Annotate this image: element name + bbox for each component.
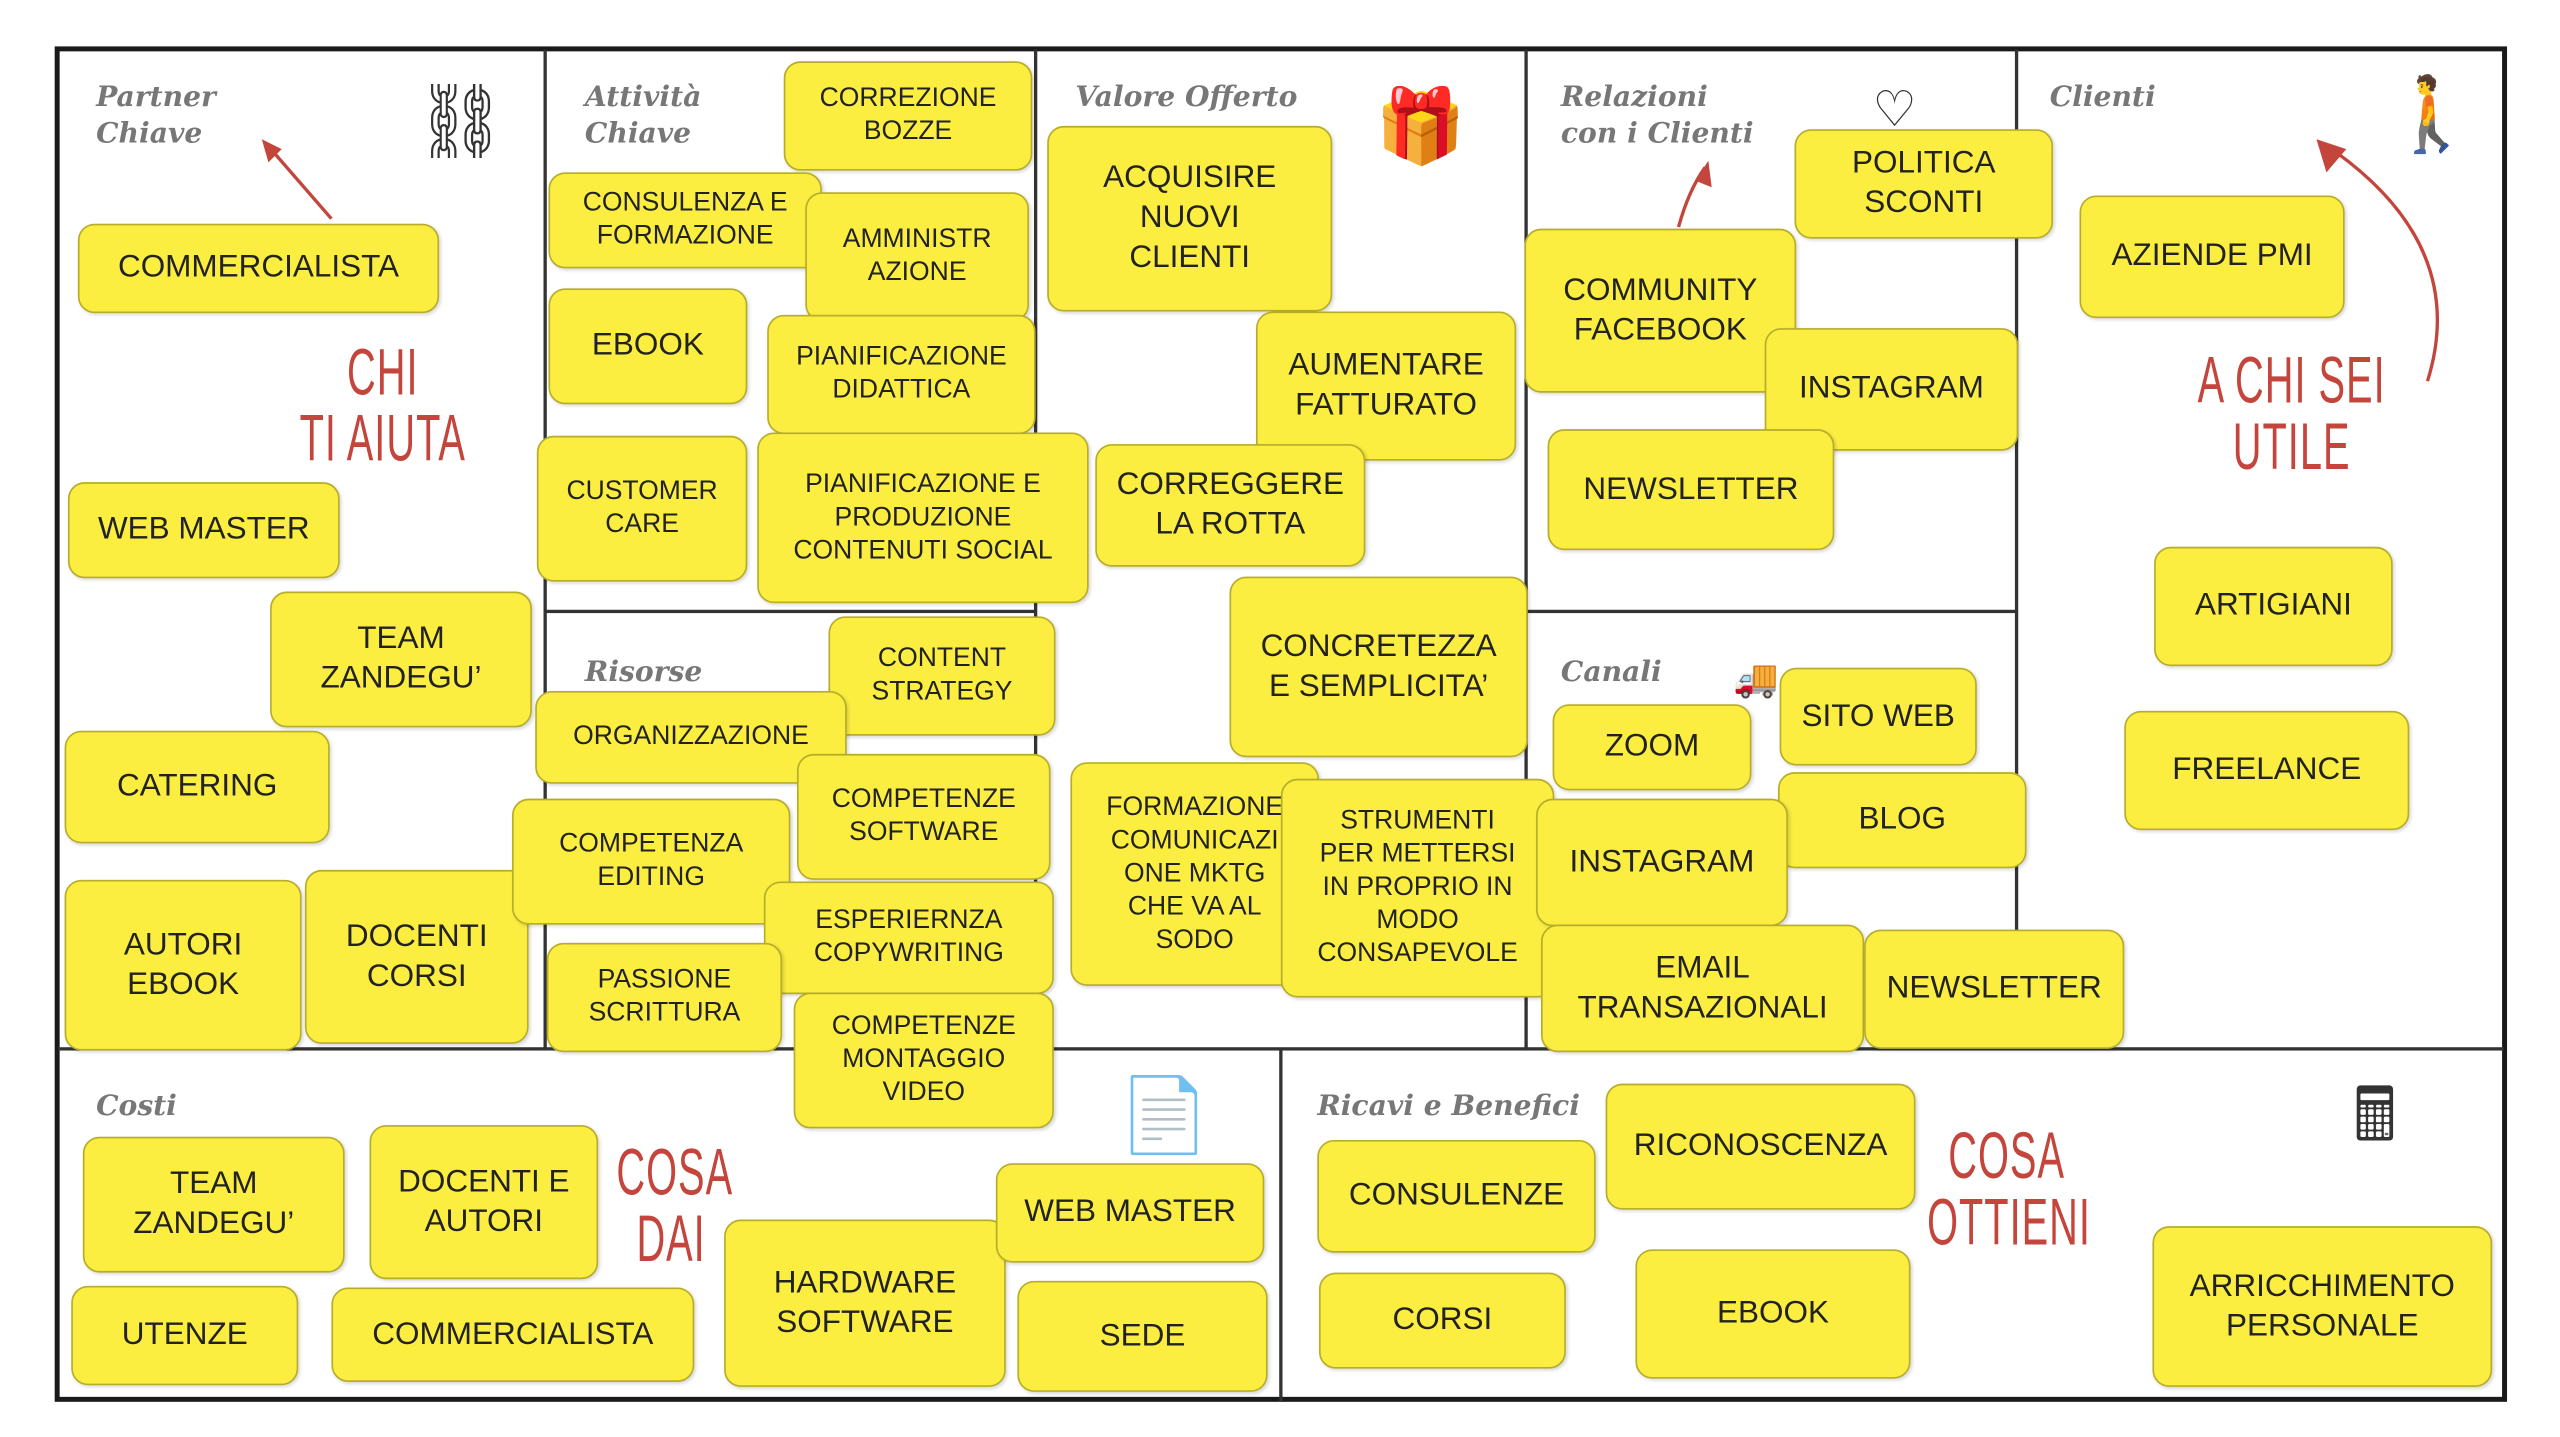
handwritten-a-chi-sei-utile: A CHI SEI UTILE xyxy=(2197,344,2386,484)
sticky-note-canali[interactable]: SITO WEB xyxy=(1779,667,1977,766)
sticky-note-risorse[interactable]: PASSIONE SCRITTURA xyxy=(546,942,783,1053)
paper-icon: 📄 xyxy=(1118,1075,1210,1157)
gift-icon: 🎁 xyxy=(1375,86,1467,168)
sticky-note-costi[interactable]: COMMERCIALISTA xyxy=(331,1287,695,1382)
sticky-note-attivita[interactable]: CORREZIONE BOZZE xyxy=(783,61,1033,171)
sticky-note-attivita[interactable]: PIANIFICAZIONE DIDATTICA xyxy=(767,314,1036,435)
sticky-note-partner[interactable]: DOCENTI CORSI xyxy=(304,869,529,1044)
arrow-icon xyxy=(1676,160,1712,228)
chain-icon: ⛓ xyxy=(414,81,507,163)
heart-icon: ♡ xyxy=(1872,82,1917,138)
sticky-note-risorse[interactable]: CONTENT STRATEGY xyxy=(828,616,1056,736)
sticky-note-clienti[interactable]: FREELANCE xyxy=(2124,710,2410,831)
handwritten-chi-ti-aiuta: CHI TI AIUTA xyxy=(299,336,466,476)
sticky-note-canali[interactable]: EMAIL TRANSAZIONALI xyxy=(1541,924,1865,1053)
section-title-partner: Partner Chiave xyxy=(96,81,216,151)
sticky-note-risorse[interactable]: COMPETENZA EDITING xyxy=(512,798,791,925)
sticky-note-valore[interactable]: CONCRETEZZA E SEMPLICITA’ xyxy=(1229,576,1528,758)
sticky-note-costi[interactable]: TEAM ZANDEGU’ xyxy=(82,1136,345,1273)
handwritten-cosa-dai: COSA DAI xyxy=(616,1136,734,1276)
sticky-note-attivita[interactable]: PIANIFICAZIONE E PRODUZIONE CONTENUTI SO… xyxy=(757,432,1089,604)
sticky-note-ricavi[interactable]: CONSULENZE xyxy=(1317,1140,1596,1253)
cash-register-icon: 🖩 xyxy=(2352,1075,2397,1157)
sticky-note-risorse[interactable]: ORGANIZZAZIONE xyxy=(535,690,847,784)
sticky-note-risorse[interactable]: ESPERIERNZA COPYWRITING xyxy=(763,881,1054,995)
sticky-note-clienti[interactable]: ARTIGIANI xyxy=(2154,546,2393,667)
divider xyxy=(1279,1048,1283,1402)
arrow-icon xyxy=(261,139,333,220)
sticky-note-attivita[interactable]: AMMINISTR AZIONE xyxy=(805,192,1029,322)
sticky-note-partner[interactable]: TEAM ZANDEGU’ xyxy=(270,591,532,728)
sticky-note-relazioni[interactable]: POLITICA SCONTI xyxy=(1794,129,2054,239)
sticky-note-relazioni[interactable]: COMMUNITY FACEBOOK xyxy=(1524,228,1797,393)
sticky-note-attivita[interactable]: CUSTOMER CARE xyxy=(536,435,748,582)
section-title-relazioni: Relazioni con i Clienti xyxy=(1560,81,1754,151)
sticky-note-costi[interactable]: WEB MASTER xyxy=(995,1163,1265,1263)
section-title-attivita: Attività Chiave xyxy=(584,81,702,151)
sticky-note-canali[interactable]: NEWSLETTER xyxy=(1864,929,2125,1049)
sticky-note-costi[interactable]: UTENZE xyxy=(71,1285,299,1386)
sticky-note-costi[interactable]: DOCENTI E AUTORI xyxy=(369,1125,599,1280)
sticky-note-valore[interactable]: AUMENTARE FATTURATO xyxy=(1256,311,1517,461)
sticky-note-canali[interactable]: ZOOM xyxy=(1552,704,1752,791)
sticky-note-ricavi[interactable]: CORSI xyxy=(1318,1272,1566,1369)
sticky-note-costi[interactable]: HARDWARE SOFTWARE xyxy=(724,1219,1006,1387)
sticky-note-partner[interactable]: AUTORI EBOOK xyxy=(64,879,302,1051)
divider xyxy=(545,609,1036,614)
divider xyxy=(1524,49,1528,1051)
section-title-costi: Costi xyxy=(96,1090,177,1124)
sticky-note-canali[interactable]: INSTAGRAM xyxy=(1536,798,1788,927)
sticky-note-risorse[interactable]: COMPETENZE MONTAGGIO VIDEO xyxy=(793,992,1054,1129)
sticky-note-attivita[interactable]: EBOOK xyxy=(548,288,748,405)
section-title-ricavi: Ricavi e Benefici xyxy=(1317,1090,1580,1124)
section-title-canali: Canali xyxy=(1560,656,1662,690)
sticky-note-attivita[interactable]: CONSULENZA E FORMAZIONE xyxy=(548,172,822,269)
divider xyxy=(1526,609,2017,614)
sticky-note-canali[interactable]: BLOG xyxy=(1777,772,2027,869)
sticky-note-partner[interactable]: CATERING xyxy=(64,730,330,844)
sticky-note-relazioni[interactable]: NEWSLETTER xyxy=(1547,429,1835,551)
section-title-risorse: Risorse xyxy=(584,656,703,690)
section-title-valore: Valore Offerto xyxy=(1075,81,1298,115)
sticky-note-ricavi[interactable]: RICONOSCENZA xyxy=(1605,1083,1916,1210)
sticky-note-ricavi[interactable]: ARRICCHIMENTO PERSONALE xyxy=(2152,1226,2493,1387)
sticky-note-valore[interactable]: STRUMENTI PER METTERSI IN PROPRIO IN MOD… xyxy=(1280,778,1555,998)
truck-icon: 🚚 xyxy=(1733,657,1779,700)
arrow-icon xyxy=(2316,139,2440,382)
person-icon: 🚶 xyxy=(2386,74,2477,156)
section-title-clienti: Clienti xyxy=(2049,81,2156,115)
sticky-note-ricavi[interactable]: EBOOK xyxy=(1635,1249,1911,1379)
sticky-note-valore[interactable]: ACQUISIRE NUOVI CLIENTI xyxy=(1047,125,1333,312)
sticky-note-partner[interactable]: WEB MASTER xyxy=(67,482,340,579)
sticky-note-valore[interactable]: FORMAZIONE COMUNICAZI ONE MKTG CHE VA AL… xyxy=(1070,762,1319,986)
handwritten-cosa-ottieni: COSA OTTIENI xyxy=(1927,1120,2091,1260)
sticky-note-partner[interactable]: COMMERCIALISTA xyxy=(77,223,440,314)
sticky-note-costi[interactable]: SEDE xyxy=(1017,1280,1268,1392)
sticky-note-valore[interactable]: CORREGGERE LA ROTTA xyxy=(1095,444,1366,567)
divider xyxy=(2014,49,2019,1051)
sticky-note-clienti[interactable]: AZIENDE PMI xyxy=(2079,195,2345,319)
sticky-note-risorse[interactable]: COMPETENZE SOFTWARE xyxy=(797,753,1051,880)
